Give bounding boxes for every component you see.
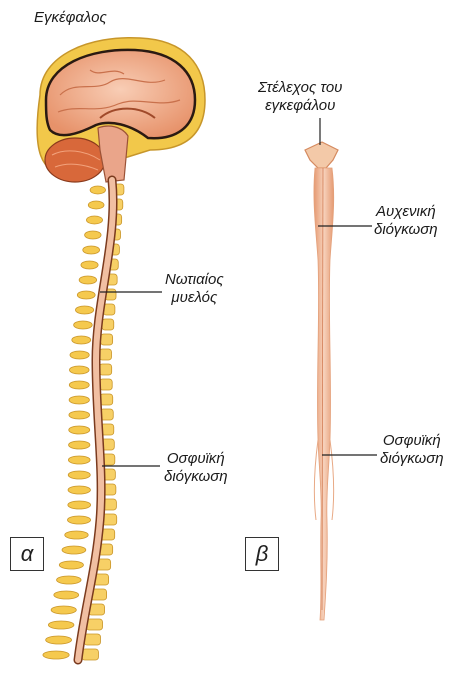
vertebra-process	[65, 531, 88, 539]
label-brain: Εγκέφαλος	[34, 9, 107, 27]
vertebra-process	[67, 516, 90, 524]
label-brainstem: Στέλεχος του εγκεφάλου	[258, 79, 342, 115]
label-cervical: Αυχενική διόγκωση	[374, 203, 438, 239]
leader-lines	[100, 118, 377, 466]
brain-stem	[98, 126, 128, 182]
vertebra-process	[81, 261, 98, 269]
vertebra-process	[46, 636, 72, 644]
label-lumbar-a: Οσφυϊκή διόγκωση	[164, 450, 228, 486]
spinal-cord-b	[305, 142, 338, 620]
vertebra-process	[68, 456, 90, 464]
label-lumbar-b-line1: Οσφυϊκή	[380, 432, 444, 450]
label-lumbar-b-line2: διόγκωση	[380, 450, 444, 468]
vertebra-process	[77, 291, 95, 299]
vertebra-process	[85, 231, 101, 239]
vertebra-process	[62, 546, 86, 554]
vertebra-process	[68, 486, 90, 494]
label-spinal-cord-line1: Νωτιαίος	[165, 271, 224, 289]
vertebra-body	[84, 634, 101, 645]
vertebra-process	[68, 501, 91, 509]
label-lumbar-a-line2: διόγκωση	[164, 468, 228, 486]
vertebra-process	[48, 621, 74, 629]
vertebra-process	[70, 351, 89, 359]
label-spinal-cord: Νωτιαίος μυελός	[165, 271, 224, 307]
vertebra-body	[86, 619, 102, 630]
vertebra-process	[69, 396, 89, 404]
label-lumbar-a-line1: Οσφυϊκή	[164, 450, 228, 468]
vertebra-process	[69, 411, 90, 419]
vertebra-process	[68, 471, 90, 479]
vertebra-body	[102, 319, 114, 330]
label-brainstem-line1: Στέλεχος του	[258, 79, 342, 97]
vertebra-body	[82, 649, 99, 660]
vertebra-process	[69, 426, 90, 434]
vertebra-process	[59, 561, 83, 569]
vertebra-body	[100, 379, 113, 390]
vertebra-process	[75, 306, 93, 314]
vertebra-process	[69, 381, 89, 389]
brain-cerebrum	[46, 50, 195, 138]
vertebra-process	[51, 606, 76, 614]
brain-cerebellum	[45, 138, 105, 182]
vertebra-process	[57, 576, 82, 584]
vertebra-process	[72, 336, 91, 344]
vertebra-process	[90, 186, 105, 194]
vertebra-process	[43, 651, 69, 659]
label-spinal-cord-line2: μυελός	[165, 289, 224, 307]
vertebra-body	[101, 334, 113, 345]
label-cervical-line1: Αυχενική	[374, 203, 438, 221]
vertebra-body	[99, 364, 111, 375]
label-brainstem-line2: εγκεφάλου	[258, 97, 342, 115]
label-cervical-line2: διόγκωση	[374, 221, 438, 239]
vertebra-process	[69, 441, 90, 449]
vertebra-process	[83, 246, 100, 254]
label-lumbar-b: Οσφυϊκή διόγκωση	[380, 432, 444, 468]
panel-label-b: β	[245, 537, 279, 571]
vertebra-process	[88, 201, 104, 209]
vertebra-process	[86, 216, 102, 224]
vertebra-body	[99, 349, 111, 360]
vertebra-process	[69, 366, 89, 374]
vertebra-process	[79, 276, 97, 284]
vertebra-process	[74, 321, 93, 329]
panel-label-a: α	[10, 537, 44, 571]
vertebra-process	[54, 591, 79, 599]
